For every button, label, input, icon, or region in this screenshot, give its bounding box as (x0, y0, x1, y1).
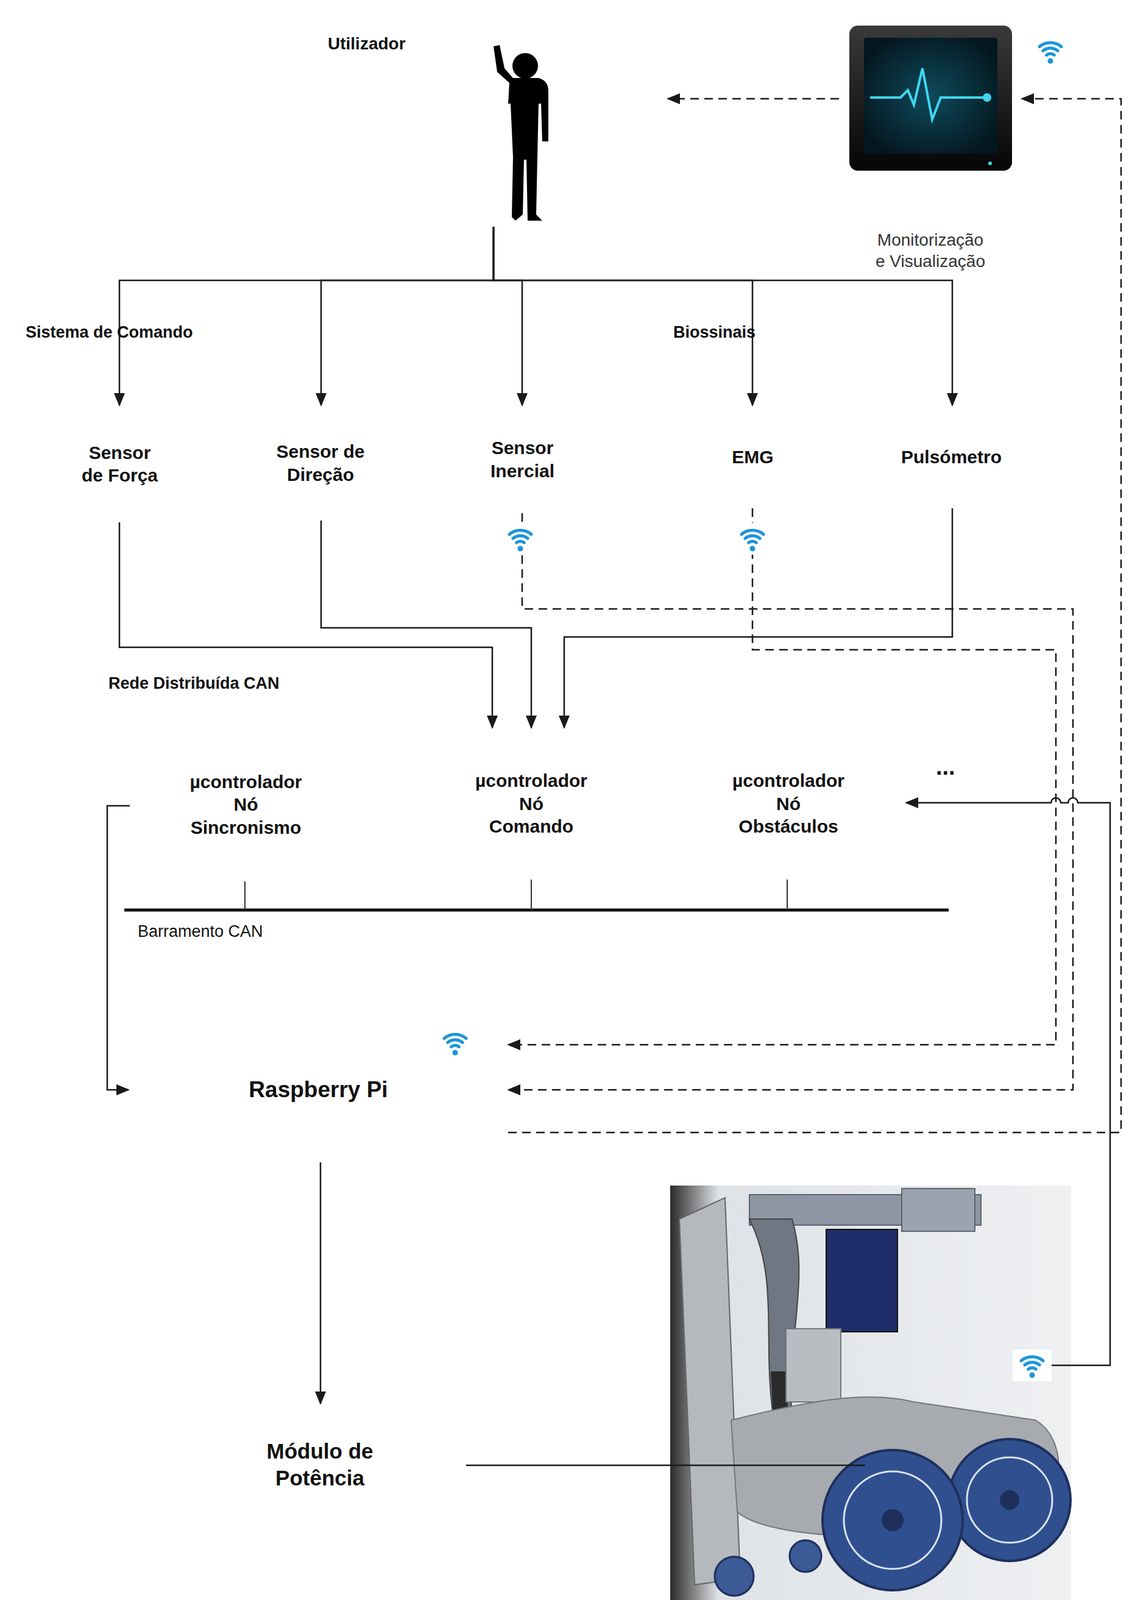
connector (667, 98, 839, 100)
region-title: Rede Distribuída CAN (108, 673, 280, 694)
connector (119, 226, 494, 406)
sensor-box: Sensor de Direção (226, 405, 415, 521)
power-box: Módulo de Potência (173, 1403, 467, 1526)
box-label: Raspberry Pi (248, 1075, 388, 1104)
box-label: Sensor de Força (78, 441, 161, 487)
region-title: Biossinais (673, 322, 756, 344)
connector (508, 508, 1056, 1045)
box-label: Sensor Inercial (486, 436, 560, 482)
ellipsis-label: ... (935, 753, 956, 782)
wire (466, 797, 1111, 1465)
box-label: Módulo de Potência (263, 1437, 377, 1491)
box-outline (40, 405, 199, 523)
box-outline (226, 405, 415, 521)
connector (493, 226, 523, 406)
connector (321, 520, 532, 728)
sensor-box: Sensor de Força (40, 405, 199, 523)
user-box: Utilizador (319, 25, 668, 227)
connector (321, 226, 494, 406)
monitor-icon (849, 25, 1013, 171)
region-title: Utilizador (327, 32, 406, 55)
connector (107, 805, 130, 1090)
connector (319, 1161, 322, 1404)
wifi-icon (435, 35, 1070, 1381)
box-label: Pulsómetro (901, 445, 1002, 469)
controller-box: µcontrolador Nó Sincronismo (129, 727, 362, 882)
box-outline (664, 314, 1104, 579)
box-label: EMG (731, 445, 774, 469)
walker-illustration (670, 1185, 1072, 1600)
group-region: BiossinaisEMG Pulsómetro (664, 314, 1104, 579)
box-outline (319, 25, 668, 227)
box-label: Sensor de Direção (272, 439, 369, 486)
controller-box: µcontrolador Nó Comando (416, 727, 647, 880)
connector (119, 522, 493, 728)
biosignal-box: Pulsómetro (852, 405, 1051, 509)
box-label: µcontrolador Nó Comando (475, 768, 588, 838)
connector (508, 98, 1122, 1133)
box-outline (449, 405, 596, 514)
connector (564, 508, 953, 728)
can-bus (124, 879, 949, 910)
bus-label: Barramento CAN (135, 921, 266, 941)
group-region: Sistema de ComandoSensor de Força Sensor … (17, 314, 623, 579)
person-icon (484, 45, 565, 225)
monitor-node: Monitorização e Visualização (838, 25, 1022, 281)
box-label: Monitorização e Visualização (871, 229, 989, 272)
computer-box: Raspberry Pi (128, 1016, 509, 1162)
box-label: µcontrolador Nó Sincronismo (190, 770, 303, 839)
connector (493, 226, 753, 406)
region-title: Sistema de Comando (25, 322, 194, 344)
group-region: Rede Distribuída CAN µcontrolador Nó Sinc… (99, 665, 1005, 960)
box-label: µcontrolador Nó Obstáculos (732, 768, 845, 838)
connector (508, 513, 1073, 1090)
controller-box: µcontrolador Nó Obstáculos (672, 727, 905, 880)
sensor-box: Sensor Inercial (449, 405, 596, 514)
biosignal-box: EMG (683, 405, 822, 509)
box-outline (173, 1403, 467, 1526)
